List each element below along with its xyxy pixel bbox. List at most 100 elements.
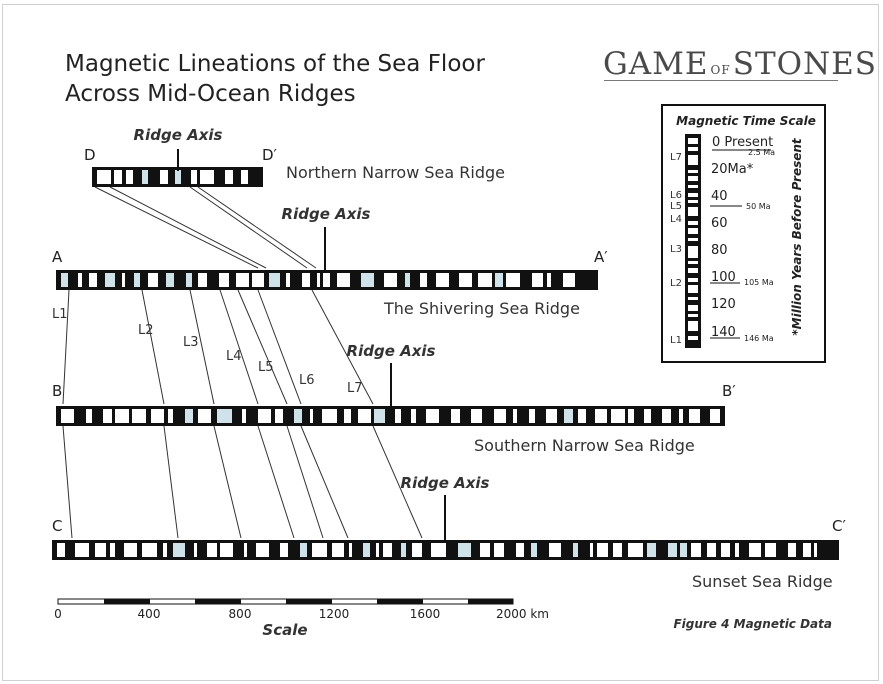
time-column-stripe xyxy=(688,147,698,151)
normal-polarity-stripe xyxy=(628,543,643,557)
normal-polarity-stripe xyxy=(300,543,307,557)
time-column-stripe xyxy=(688,155,698,165)
endpoint-c: C xyxy=(52,517,62,535)
normal-polarity-stripe xyxy=(142,170,148,184)
normal-polarity-stripe xyxy=(97,170,111,184)
normal-polarity-stripe xyxy=(595,409,607,423)
time-column-stripe xyxy=(688,185,698,188)
time-column-stripe xyxy=(688,285,698,293)
normal-polarity-stripe xyxy=(132,409,146,423)
normal-polarity-stripe xyxy=(175,170,181,184)
lineation-label-l2: L2 xyxy=(138,323,154,338)
normal-polarity-stripe xyxy=(337,273,350,287)
normal-polarity-stripe xyxy=(691,543,701,557)
normal-polarity-stripe xyxy=(220,543,233,557)
normal-polarity-stripe xyxy=(256,543,269,557)
scale-tick-1200: 1200 xyxy=(319,607,350,621)
lineation-label-l5: L5 xyxy=(258,360,274,375)
normal-polarity-stripe xyxy=(411,409,416,423)
normal-polarity-stripe xyxy=(436,273,449,287)
time-column-stripe xyxy=(688,297,698,300)
normal-polarity-stripe xyxy=(89,273,97,287)
normal-polarity-stripe xyxy=(401,543,406,557)
scale-tick-2000: 2000 km xyxy=(496,607,549,621)
normal-polarity-stripe xyxy=(269,273,280,287)
normal-polarity-stripe xyxy=(549,543,561,557)
ts-l6: L6 xyxy=(670,190,682,201)
time-column-stripe xyxy=(688,305,698,311)
normal-polarity-stripe xyxy=(200,170,214,184)
age-100: 100 xyxy=(711,270,736,285)
normal-polarity-stripe xyxy=(532,273,543,287)
lineation-l2-upper xyxy=(141,289,165,405)
normal-polarity-stripe xyxy=(679,409,683,423)
normal-polarity-stripe xyxy=(166,273,174,287)
normal-polarity-stripe xyxy=(647,543,656,557)
normal-polarity-stripe xyxy=(765,543,776,557)
normal-polarity-stripe xyxy=(312,543,327,557)
endpoint-c-prime: C′ xyxy=(832,517,846,535)
lineation-label-l3: L3 xyxy=(183,335,199,350)
time-column-stripe xyxy=(688,278,698,282)
normal-polarity-stripe xyxy=(358,409,371,423)
age-20: 20Ma* xyxy=(711,162,754,177)
age-80: 80 xyxy=(711,243,728,258)
normal-polarity-stripe xyxy=(198,409,211,423)
normal-polarity-stripe xyxy=(242,409,246,423)
lineation-l1-upper xyxy=(62,289,70,405)
normal-polarity-stripe xyxy=(322,409,337,423)
magnetic-time-scale: Magnetic Time Scale 0 Present 20Ma* 40 6… xyxy=(661,104,826,363)
normal-polarity-stripe xyxy=(219,273,229,287)
normal-polarity-stripe xyxy=(173,543,185,557)
endpoint-d-prime: D′ xyxy=(262,146,278,164)
note-105: 105 Ma xyxy=(744,278,774,287)
lineation-l4-upper xyxy=(219,289,259,405)
time-scale-column xyxy=(685,134,701,348)
ts-l4: L4 xyxy=(670,214,682,225)
normal-polarity-stripe xyxy=(680,543,687,557)
scale-segment-5 xyxy=(468,599,513,604)
correlation-line-north-c xyxy=(189,186,308,269)
normal-polarity-stripe xyxy=(529,409,535,423)
sunset-sea-ridge-bar xyxy=(52,540,839,560)
time-column-stripe xyxy=(688,207,698,216)
normal-polarity-stripe xyxy=(420,273,427,287)
normal-polarity-stripe xyxy=(644,409,651,423)
normal-polarity-stripe xyxy=(110,543,115,557)
normal-polarity-stripe xyxy=(531,543,537,557)
normal-polarity-stripe xyxy=(148,273,158,287)
age-120: 120 xyxy=(711,297,736,312)
time-column-stripe xyxy=(688,314,698,317)
normal-polarity-stripe xyxy=(546,409,557,423)
age-60: 60 xyxy=(711,216,728,231)
normal-polarity-stripe xyxy=(198,273,207,287)
normal-polarity-stripe xyxy=(225,170,233,184)
time-column-stripe xyxy=(688,221,698,225)
normal-polarity-stripe xyxy=(241,170,248,184)
normal-polarity-stripe xyxy=(122,273,125,287)
lineation-l6-lower xyxy=(300,425,349,539)
title-line-2: Across Mid-Ocean Ridges xyxy=(65,81,356,107)
normal-polarity-stripe xyxy=(244,543,247,557)
ridge-name-north: Northern Narrow Sea Ridge xyxy=(286,163,505,182)
age-0: 0 Present xyxy=(712,135,773,150)
normal-polarity-stripe xyxy=(516,543,524,557)
normal-polarity-stripe xyxy=(207,543,217,557)
normal-polarity-stripe xyxy=(280,543,288,557)
figure-caption: Figure 4 Magnetic Data xyxy=(673,617,832,631)
northern-narrow-sea-ridge-bar xyxy=(92,167,263,187)
lineation-l5-upper xyxy=(237,289,288,405)
time-column-stripe xyxy=(688,228,698,234)
ridge-axis-label-north: Ridge Axis xyxy=(134,126,223,144)
logo-underline xyxy=(604,80,838,81)
note-146: 146 Ma xyxy=(744,334,774,343)
normal-polarity-stripe xyxy=(163,543,167,557)
normal-polarity-stripe xyxy=(668,543,677,557)
scale-tick-800: 800 xyxy=(229,607,252,621)
normal-polarity-stripe xyxy=(361,273,374,287)
ts-l2: L2 xyxy=(670,278,682,289)
normal-polarity-stripe xyxy=(344,409,351,423)
normal-polarity-stripe xyxy=(57,543,65,557)
